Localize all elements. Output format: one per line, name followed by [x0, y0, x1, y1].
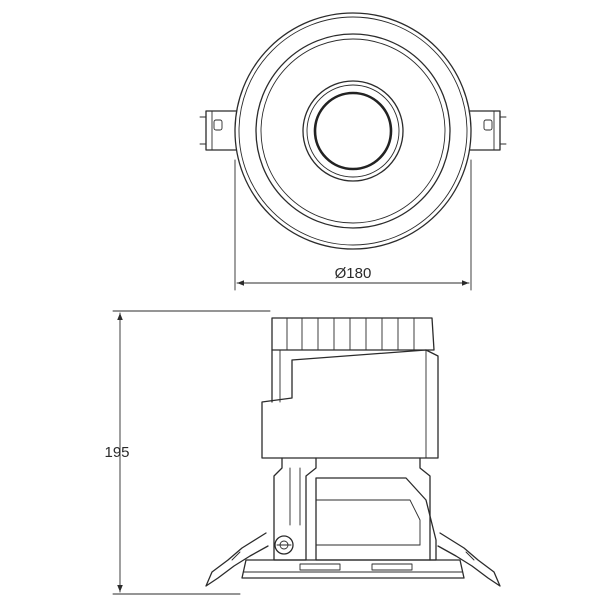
height-label: 195	[104, 444, 129, 461]
adjustment-knob	[274, 535, 294, 555]
reflector-ring	[255, 33, 451, 229]
lens-outer-ring	[302, 80, 404, 182]
top-view	[199, 12, 507, 250]
left-spring	[205, 532, 269, 587]
right-spring-clip	[469, 110, 507, 151]
diameter-label: Ø180	[335, 265, 372, 282]
driver-housing	[261, 349, 439, 459]
reflector-inner-ring	[260, 38, 446, 224]
left-spring-clip	[199, 110, 237, 151]
outer-flange-ring	[234, 12, 472, 250]
side-view	[205, 317, 501, 587]
outer-flange-inner-ring	[238, 16, 468, 246]
diameter-dimension: Ø180	[234, 159, 472, 291]
height-dimension: 195	[104, 310, 271, 595]
reflector-body	[315, 477, 437, 561]
heatsink	[271, 317, 435, 403]
trim-flange	[241, 559, 465, 579]
lens-middle-ring	[306, 84, 400, 178]
right-spring	[437, 532, 501, 587]
lens-inner-ring	[313, 91, 393, 171]
